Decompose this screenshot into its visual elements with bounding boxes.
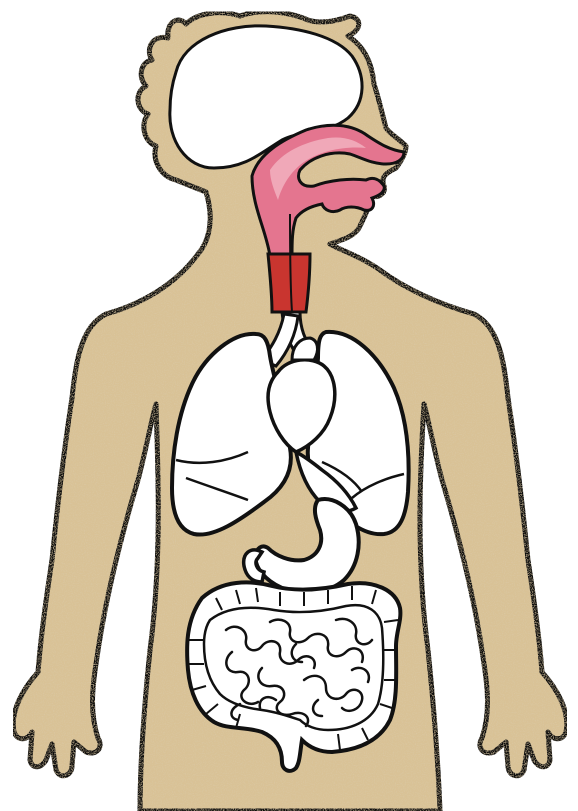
trachea — [268, 254, 310, 312]
